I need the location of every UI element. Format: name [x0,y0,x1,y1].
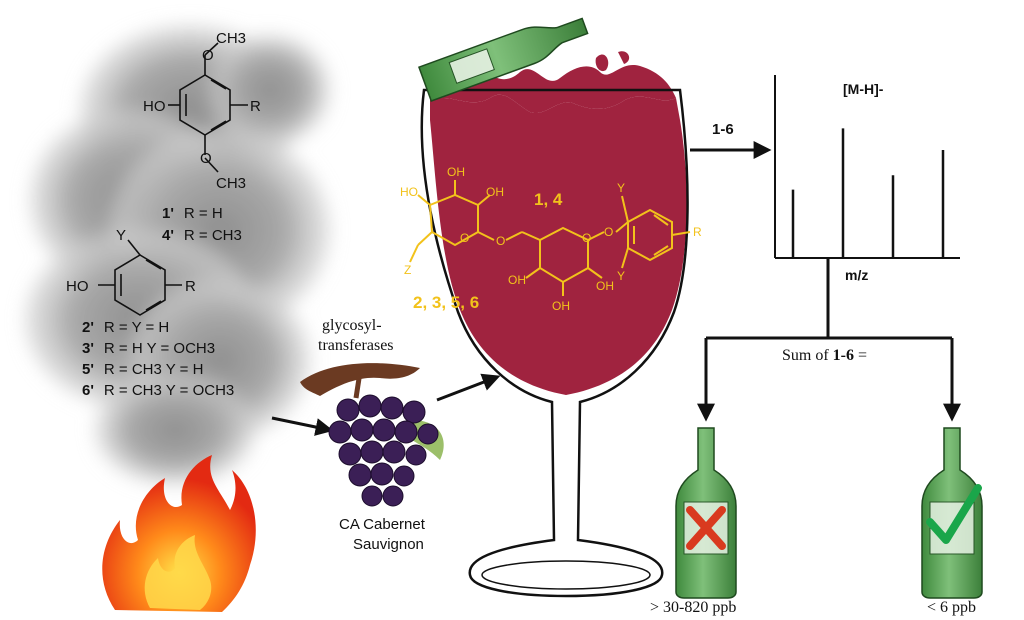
wine-fill [430,94,687,395]
syringol-structure [168,42,248,173]
wine-splash [430,62,676,114]
result-high-label: > 30-820 ppb [650,599,736,616]
glycoside-oh-4: OH [508,273,526,287]
spectrum-ion-label: [M-H]- [843,81,884,97]
glycoside-r-group: R [693,225,702,239]
check-icon [926,484,982,544]
arrow-smoke-to-grapes [271,416,334,436]
glycoside-oh-6: OH [552,299,570,313]
glycoside-link-o: O [496,234,505,248]
grape-bunch-icon [300,363,444,507]
compound-5-prime: 5' R = CH3 Y = H [82,361,203,378]
glycoside-y-bottom: Y [617,269,625,283]
bottle-high-icon [675,427,737,599]
sum-label-bg [772,343,900,365]
cross-icon [686,506,726,550]
enzyme-label-line1: glycosyl- [322,317,382,334]
guaiacol-structure [98,239,182,316]
syringol-r-group: R [250,98,261,115]
compound-1-prime: 1' R = H [162,205,223,222]
spectrum-x-label: m/z [845,267,868,283]
glycoside-compounds-a: 1, 4 [534,190,563,209]
grape-label-line2: Sauvignon [353,536,424,553]
glycoside-oh-5: OH [596,279,614,293]
glycoside-aryl-o: O [604,225,613,239]
glycoside-oh-3: HO [400,185,418,199]
glycoside-ring-o-2: O [582,231,591,245]
glycoside-oh-1: OH [447,165,465,179]
compound-6-prime: 6' R = CH3 Y = OCH3 [82,382,234,399]
pouring-bottle-icon [418,17,589,102]
wine-glass [420,51,689,598]
decision-tree [697,258,961,422]
grape-label-line1: CA Cabernet [339,516,426,533]
glycoside-compounds-b: 2, 3, 5, 6 [413,293,479,312]
arrow-grapes-to-glass [436,373,501,402]
fire-icon [102,455,256,612]
glycoside-structure [409,180,691,296]
glass-outline [420,88,689,598]
glycoside-ring-o-1: O [460,231,469,245]
compound-3-prime: 3' R = H Y = OCH3 [82,340,215,357]
glycoside-oh-2: OH [486,185,504,199]
sum-label: Sum of 1-6 = [782,347,867,364]
syringol-methyl-top: CH3 [216,30,246,47]
arrow-label-1-6: 1-6 [712,121,734,138]
mass-spectrum [774,75,960,259]
enzyme-label-line2: transferases [318,337,394,354]
compound-2-prime: 2' R = Y = H [82,319,169,336]
guaiacol-y-group: Y [116,227,126,244]
syringol-hydroxyl: HO [143,98,166,115]
guaiacol-r-group: R [185,278,196,295]
smoke-cloud [25,25,330,485]
bottle-low-icon [921,427,983,599]
syringol-methyl-bottom: CH3 [216,175,246,192]
glycoside-z-group: Z [404,263,411,277]
glycoside-y-top: Y [617,181,625,195]
syringol-methoxy-bottom-o: O [200,150,212,167]
guaiacol-hydroxyl: HO [66,278,89,295]
result-low-label: < 6 ppb [927,599,976,616]
syringol-methoxy-top-o: O [202,47,214,64]
compound-4-prime: 4' R = CH3 [162,227,242,244]
